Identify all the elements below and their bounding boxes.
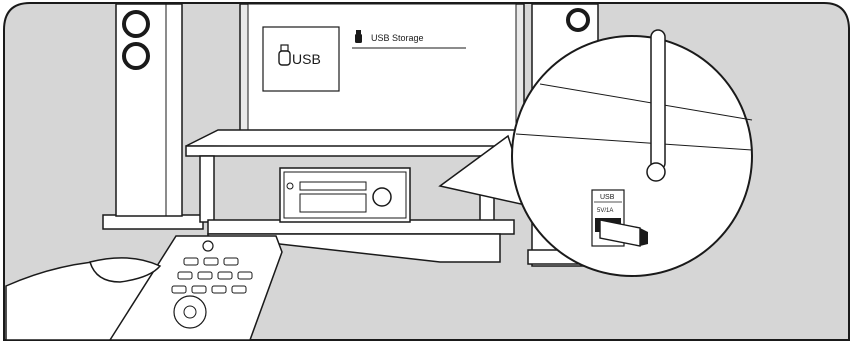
usb-port-label: USB	[600, 194, 615, 201]
usb-drive-icon	[279, 45, 290, 65]
usb-storage-icon	[355, 30, 362, 43]
television: USB USB Storage	[240, 4, 524, 140]
tv-usb-label: USB	[292, 51, 321, 67]
av-receiver	[280, 168, 410, 222]
tv-storage-label: USB Storage	[371, 33, 424, 43]
usb-port-rating: 5V/1A	[597, 208, 613, 214]
